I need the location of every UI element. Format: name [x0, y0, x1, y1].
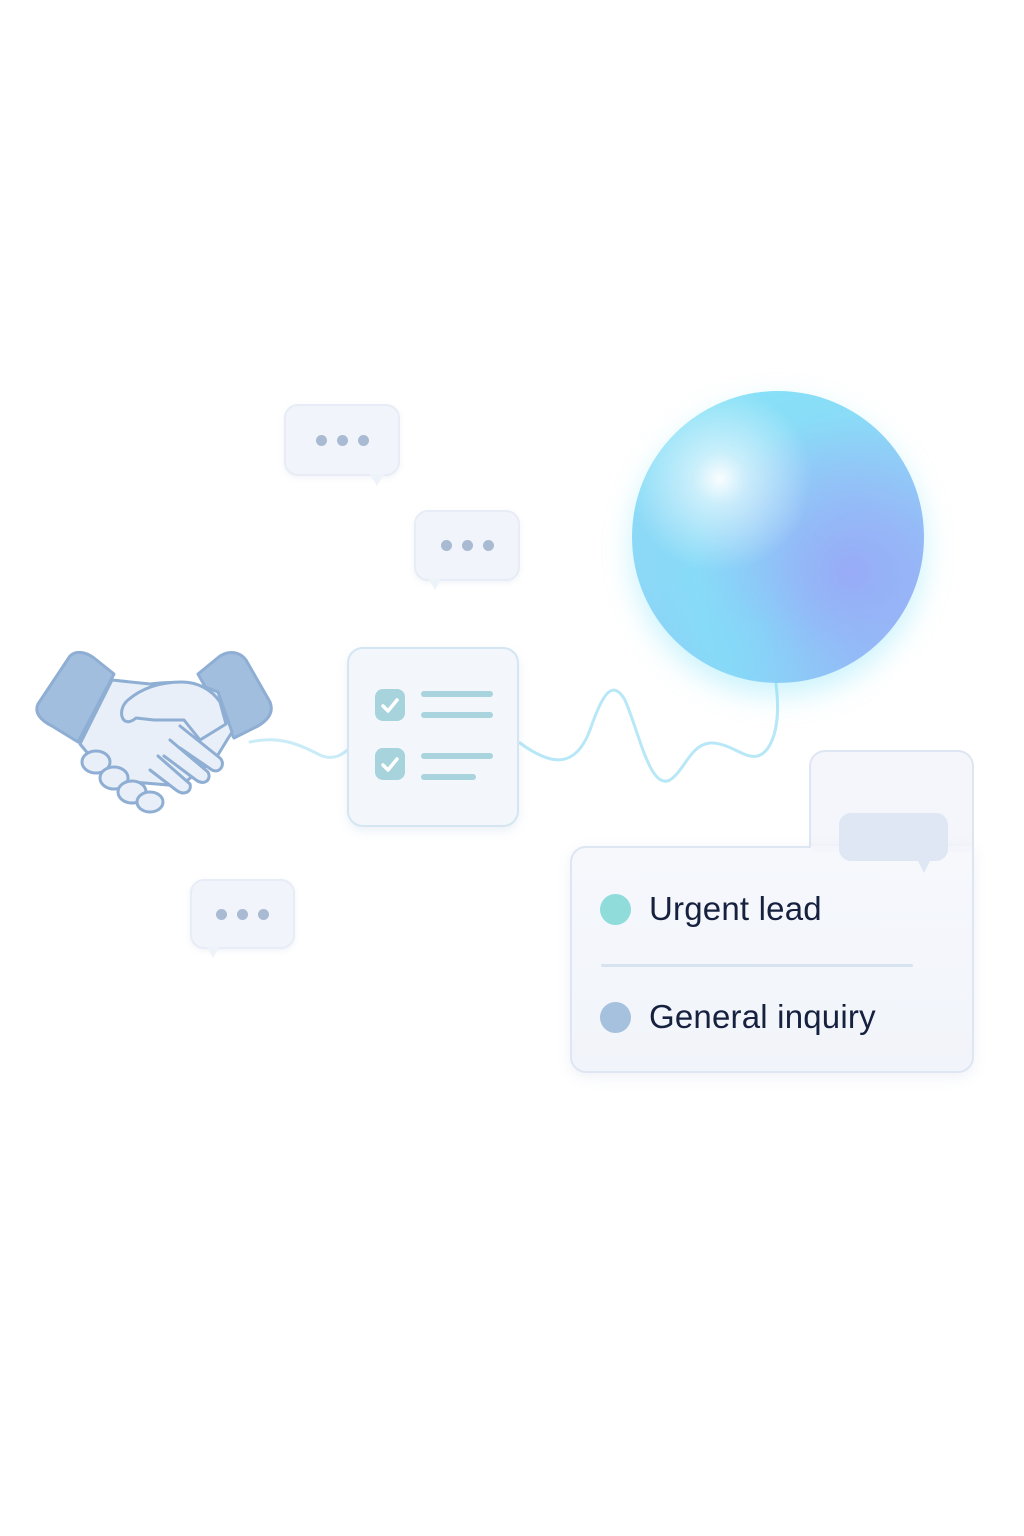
checklist-line [421, 753, 493, 759]
chat-bubble-icon [414, 510, 520, 590]
lead-label: General inquiry [649, 998, 876, 1035]
lead-status-dot [600, 893, 631, 925]
lead-label: Urgent lead [649, 890, 822, 927]
checklist-icon [347, 647, 519, 827]
lead-item-urgent[interactable]: Urgent lead [600, 890, 822, 928]
typing-dot [216, 908, 227, 920]
chat-bubble-icon [190, 879, 295, 958]
typing-dot [315, 434, 327, 446]
typing-dot [440, 540, 452, 551]
checklist-line [421, 774, 476, 780]
panel-divider [601, 964, 913, 967]
checklist-line [421, 712, 493, 718]
typing-dot [357, 434, 369, 446]
checklist-line [421, 691, 493, 697]
checkbox-checked-icon [375, 748, 405, 780]
handshake-icon [35, 650, 273, 814]
lead-panel [570, 846, 974, 1073]
typing-dot [482, 540, 494, 551]
typing-dot [237, 908, 248, 920]
chat-bubble-icon [284, 404, 400, 486]
typing-dot [336, 434, 348, 446]
lead-item-general[interactable]: General inquiry [600, 998, 876, 1036]
typing-dot [461, 540, 473, 551]
chat-bubble-icon [839, 813, 948, 861]
chat-bubble-tail [917, 859, 931, 873]
typing-dot [258, 908, 269, 920]
lead-status-dot [600, 1001, 631, 1033]
checkbox-checked-icon [375, 689, 405, 721]
gradient-orb [632, 391, 924, 683]
